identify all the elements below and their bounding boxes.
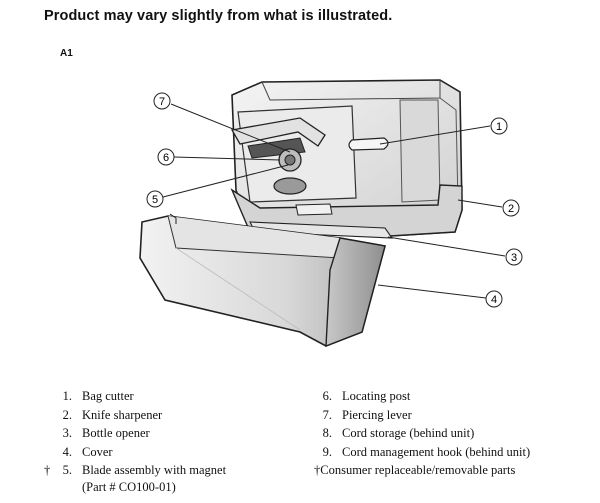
svg-text:4: 4 <box>491 294 497 306</box>
product-variation-notice: Product may vary slightly from what is i… <box>44 8 393 24</box>
svg-text:6: 6 <box>163 152 169 164</box>
callout-2: 2 <box>502 199 520 217</box>
parts-legend-left: 1.Bag cutter 2.Knife sharpener 3.Bottle … <box>44 387 294 494</box>
parts-legend-right: 6.Locating post 7.Piercing lever 8.Cord … <box>314 387 599 480</box>
legend-item-4: 4.Cover <box>62 444 113 459</box>
replaceable-parts-footnote: †Consumer replaceable/removable parts <box>314 463 516 477</box>
can-opener-illustration: 7 6 5 1 2 3 4 <box>139 79 523 348</box>
leader-lines <box>162 103 506 299</box>
legend-item-6: 6.Locating post <box>322 389 411 403</box>
legend-item-1: 1.Bag cutter <box>62 389 134 403</box>
legend-item-5: †5.Blade assembly with magnet <box>44 461 294 480</box>
callout-3: 3 <box>505 248 523 266</box>
cover-part <box>139 213 386 348</box>
replaceable-part-mark: † <box>44 463 51 477</box>
bag-cutter-part <box>348 137 389 151</box>
legend-item-2: 2.Knife sharpener <box>62 407 163 422</box>
legend-item-7: 7.Piercing lever <box>322 407 412 422</box>
legend-item-5-part-number: (Part # CO100-01) <box>82 479 176 494</box>
callout-6: 6 <box>157 148 175 166</box>
callout-4: 4 <box>485 290 503 308</box>
callout-5: 5 <box>146 190 164 208</box>
svg-text:7: 7 <box>159 96 165 108</box>
callout-1: 1 <box>490 117 508 135</box>
callout-7: 7 <box>153 92 171 110</box>
svg-text:2: 2 <box>508 203 514 215</box>
legend-item-8: 8.Cord storage (behind unit) <box>322 426 475 440</box>
legend-item-9: 9.Cord management hook (behind unit) <box>322 444 531 459</box>
legend-item-3: 3.Bottle opener <box>62 426 150 440</box>
figure-label: A1 <box>60 48 73 59</box>
svg-text:3: 3 <box>511 252 517 264</box>
svg-text:5: 5 <box>152 194 158 206</box>
svg-text:1: 1 <box>496 121 502 133</box>
